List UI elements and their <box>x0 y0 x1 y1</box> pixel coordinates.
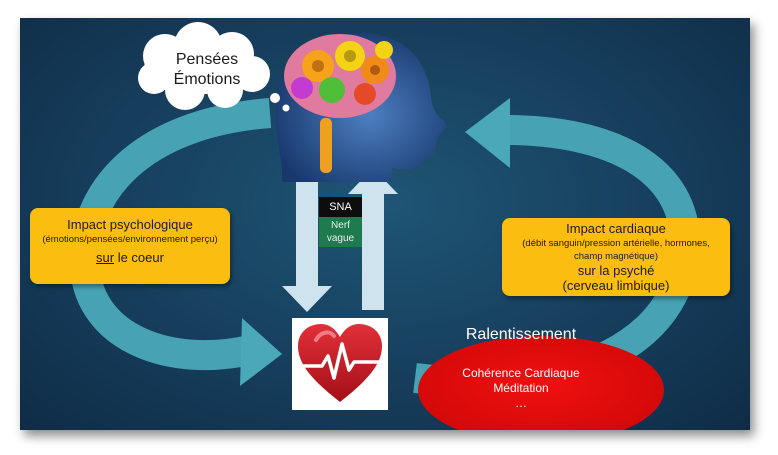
nerf-line-2: vague <box>326 233 355 244</box>
left-box-title: Impact psychologique <box>67 217 193 232</box>
left-box-underlined: sur <box>96 250 115 265</box>
left-box-last-line: sur le coeur <box>30 249 230 266</box>
cloud-line-emotions: Émotions <box>173 71 241 88</box>
diagram-slide: Pensées Émotions Impact psychologique (é… <box>20 18 750 430</box>
nerf-line-1: Nerf <box>331 220 350 231</box>
ralentissement-oval <box>418 336 664 430</box>
cloud-line-pensees: Pensées <box>175 51 239 68</box>
left-box-subtitle: (émotions/pensées/environnement perçu) <box>42 234 218 245</box>
impact-cardiaque-box: Impact cardiaque (débit sanguin/pression… <box>502 218 730 296</box>
thought-cloud-text: Pensées Émotions <box>153 50 261 90</box>
oval-item-ellipsis: … <box>515 396 527 410</box>
down-arrow-head <box>282 286 332 312</box>
left-box-last-rest: le coeur <box>114 250 164 265</box>
sna-label: SNA <box>319 197 362 217</box>
left-cycle-arrowhead <box>240 318 282 386</box>
right-box-title: Impact cardiaque <box>566 221 666 236</box>
diagram-graphics <box>69 22 701 430</box>
right-cycle-arrowhead <box>465 98 510 168</box>
oval-item-meditation: Méditation <box>493 381 549 395</box>
right-box-subtitle-1: (débit sanguin/pression artérielle, horm… <box>522 238 710 249</box>
right-box-line-4: (cerveau limbique) <box>562 278 670 293</box>
right-box-line-3: sur la psyché <box>577 263 655 278</box>
impact-psychologique-box: Impact psychologique (émotions/pensées/e… <box>30 208 230 284</box>
thought-cloud <box>138 22 290 112</box>
ralentissement-text: Ralentissement Cohérence Cardiaque Médit… <box>398 318 644 426</box>
oval-title: Ralentissement <box>465 326 577 343</box>
heart-pulse-icon <box>298 324 382 402</box>
up-arrow-shaft <box>362 192 384 310</box>
oval-item-coherence: Cohérence Cardiaque <box>462 366 580 380</box>
nerf-vague-label: Nerf vague <box>319 217 362 247</box>
brain-gears-head-image <box>275 33 446 182</box>
heart-image-box <box>292 318 388 410</box>
down-arrow-shaft <box>296 170 318 288</box>
right-box-subtitle-2: champ magnétique) <box>574 251 658 262</box>
